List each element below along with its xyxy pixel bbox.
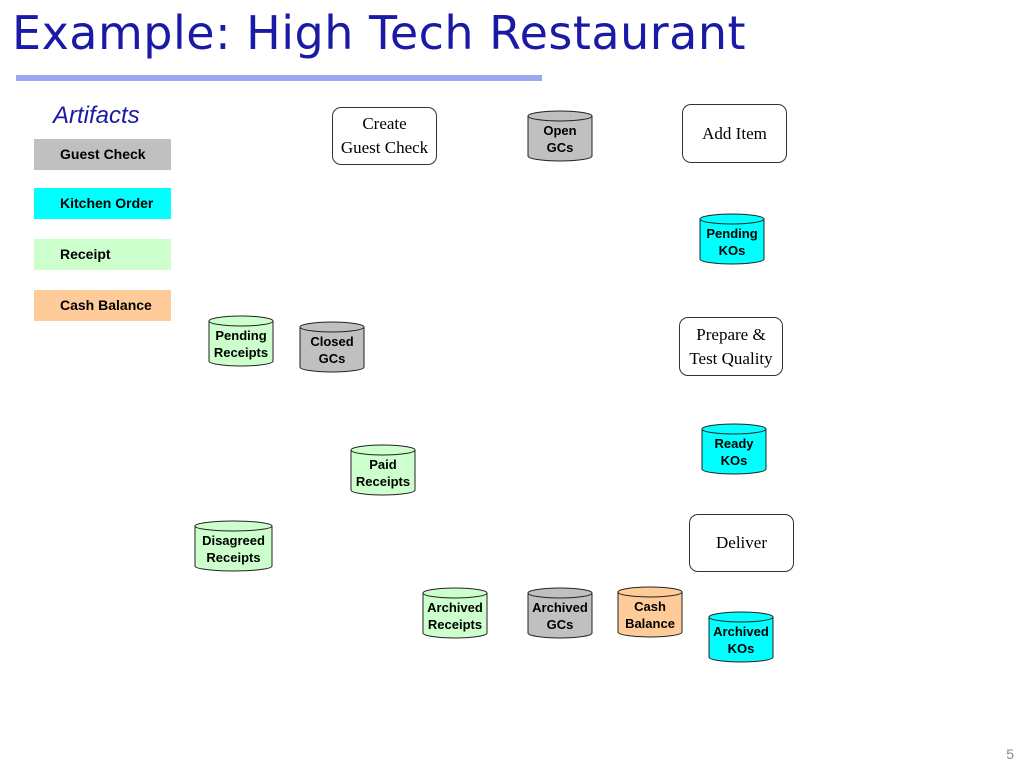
cylinder-body <box>699 219 765 265</box>
page-number: 5 <box>1006 746 1014 762</box>
cylinder-body <box>208 321 274 367</box>
datastore-archived-kos: Archived KOs <box>708 611 774 663</box>
cylinder-shape <box>194 520 273 572</box>
cylinder-body <box>527 593 593 639</box>
artifacts-heading: Artifacts <box>53 102 140 129</box>
datastore-label: Archived GCs <box>532 600 588 632</box>
datastore-open-gcs: Open GCs <box>527 110 593 162</box>
cylinder-body <box>708 617 774 663</box>
cylinder-shape <box>299 321 365 373</box>
datastore-label: Disagreed Receipts <box>202 533 265 565</box>
datastore-label: Archived KOs <box>713 624 769 656</box>
cylinder-body <box>350 450 416 496</box>
cylinder-body <box>527 116 593 162</box>
cylinder-top <box>350 444 416 456</box>
cylinder-shape <box>617 586 683 638</box>
cylinder-top <box>527 587 593 599</box>
datastore-label: Open GCs <box>543 123 577 155</box>
cylinder-body <box>617 592 683 638</box>
datastore-archived-receipts: Archived Receipts <box>422 587 488 639</box>
cylinder-top <box>527 110 593 122</box>
cylinder-shape <box>208 315 274 367</box>
legend-item-cash-balance: Cash Balance <box>34 290 171 321</box>
legend-item-kitchen-order: Kitchen Order <box>34 188 171 219</box>
cylinder-top <box>194 520 273 532</box>
datastore-label: Archived Receipts <box>427 600 483 632</box>
datastore-pending-kos: Pending KOs <box>699 213 765 265</box>
cylinder-shape <box>350 444 416 496</box>
datastore-cash-balance: Cash Balance <box>617 586 683 638</box>
datastore-paid-receipts: Paid Receipts <box>350 444 416 496</box>
cylinder-shape <box>701 423 767 475</box>
cylinder-body <box>299 327 365 373</box>
cylinder-top <box>699 213 765 225</box>
legend-item-guest-check: Guest Check <box>34 139 171 170</box>
title-underline <box>16 75 542 81</box>
cylinder-shape <box>527 587 593 639</box>
cylinder-top <box>208 315 274 327</box>
process-prepare-test-quality: Prepare & Test Quality <box>679 317 783 376</box>
datastore-archived-gcs: Archived GCs <box>527 587 593 639</box>
cylinder-top <box>708 611 774 623</box>
cylinder-body <box>701 429 767 475</box>
cylinder-top <box>299 321 365 333</box>
process-create-guest-check: Create Guest Check <box>332 107 437 165</box>
cylinder-shape <box>527 110 593 162</box>
cylinder-shape <box>699 213 765 265</box>
cylinder-body <box>422 593 488 639</box>
cylinder-top <box>701 423 767 435</box>
process-deliver: Deliver <box>689 514 794 572</box>
datastore-label: Pending Receipts <box>213 328 269 360</box>
datastore-pending-receipts: Pending Receipts <box>208 315 274 367</box>
cylinder-top <box>422 587 488 599</box>
cylinder-shape <box>422 587 488 639</box>
datastore-closed-gcs: Closed GCs <box>299 321 365 373</box>
slide-title: Example: High Tech Restaurant <box>12 6 747 60</box>
cylinder-shape <box>708 611 774 663</box>
datastore-label: Paid Receipts <box>355 457 411 489</box>
datastore-ready-kos: Ready KOs <box>701 423 767 475</box>
datastore-label: Ready KOs <box>714 436 754 468</box>
datastore-disagreed-receipts: Disagreed Receipts <box>194 520 273 572</box>
datastore-label: Cash Balance <box>625 599 675 631</box>
datastore-label: Closed GCs <box>310 334 354 366</box>
datastore-label: Pending KOs <box>706 226 758 258</box>
legend-item-receipt: Receipt <box>34 239 171 270</box>
cylinder-top <box>617 586 683 598</box>
process-add-item: Add Item <box>682 104 787 163</box>
cylinder-body <box>194 526 273 572</box>
